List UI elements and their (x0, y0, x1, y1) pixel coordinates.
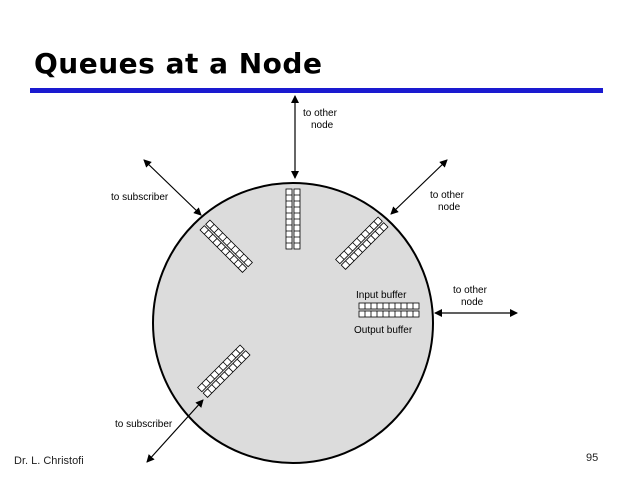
label-top-node-line1: to other (303, 108, 338, 119)
label-upper-right-node-line2: node (438, 202, 461, 213)
label-output-buffer: Output buffer (354, 325, 413, 336)
arrow-upper-right (390, 159, 448, 215)
node-circle (152, 182, 434, 464)
label-right-node-line2: node (461, 297, 484, 308)
label-input-buffer: Input buffer (356, 290, 407, 301)
label-upper-right-node-line1: to other (430, 190, 465, 201)
label-top-node-line2: node (311, 120, 334, 131)
page-number: 95 (586, 452, 599, 464)
arrow-upper-left (143, 159, 202, 216)
title-underline (30, 88, 603, 93)
arrow-lower-left (146, 399, 204, 463)
label-upper-left-subscriber: to subscriber (111, 192, 169, 203)
footer-author: Dr. L. Christofi (14, 455, 84, 467)
label-right-node-line1: to other (453, 285, 488, 296)
slide-title: Queues at a Node (34, 47, 323, 80)
label-lower-left-subscriber: to subscriber (115, 419, 173, 430)
